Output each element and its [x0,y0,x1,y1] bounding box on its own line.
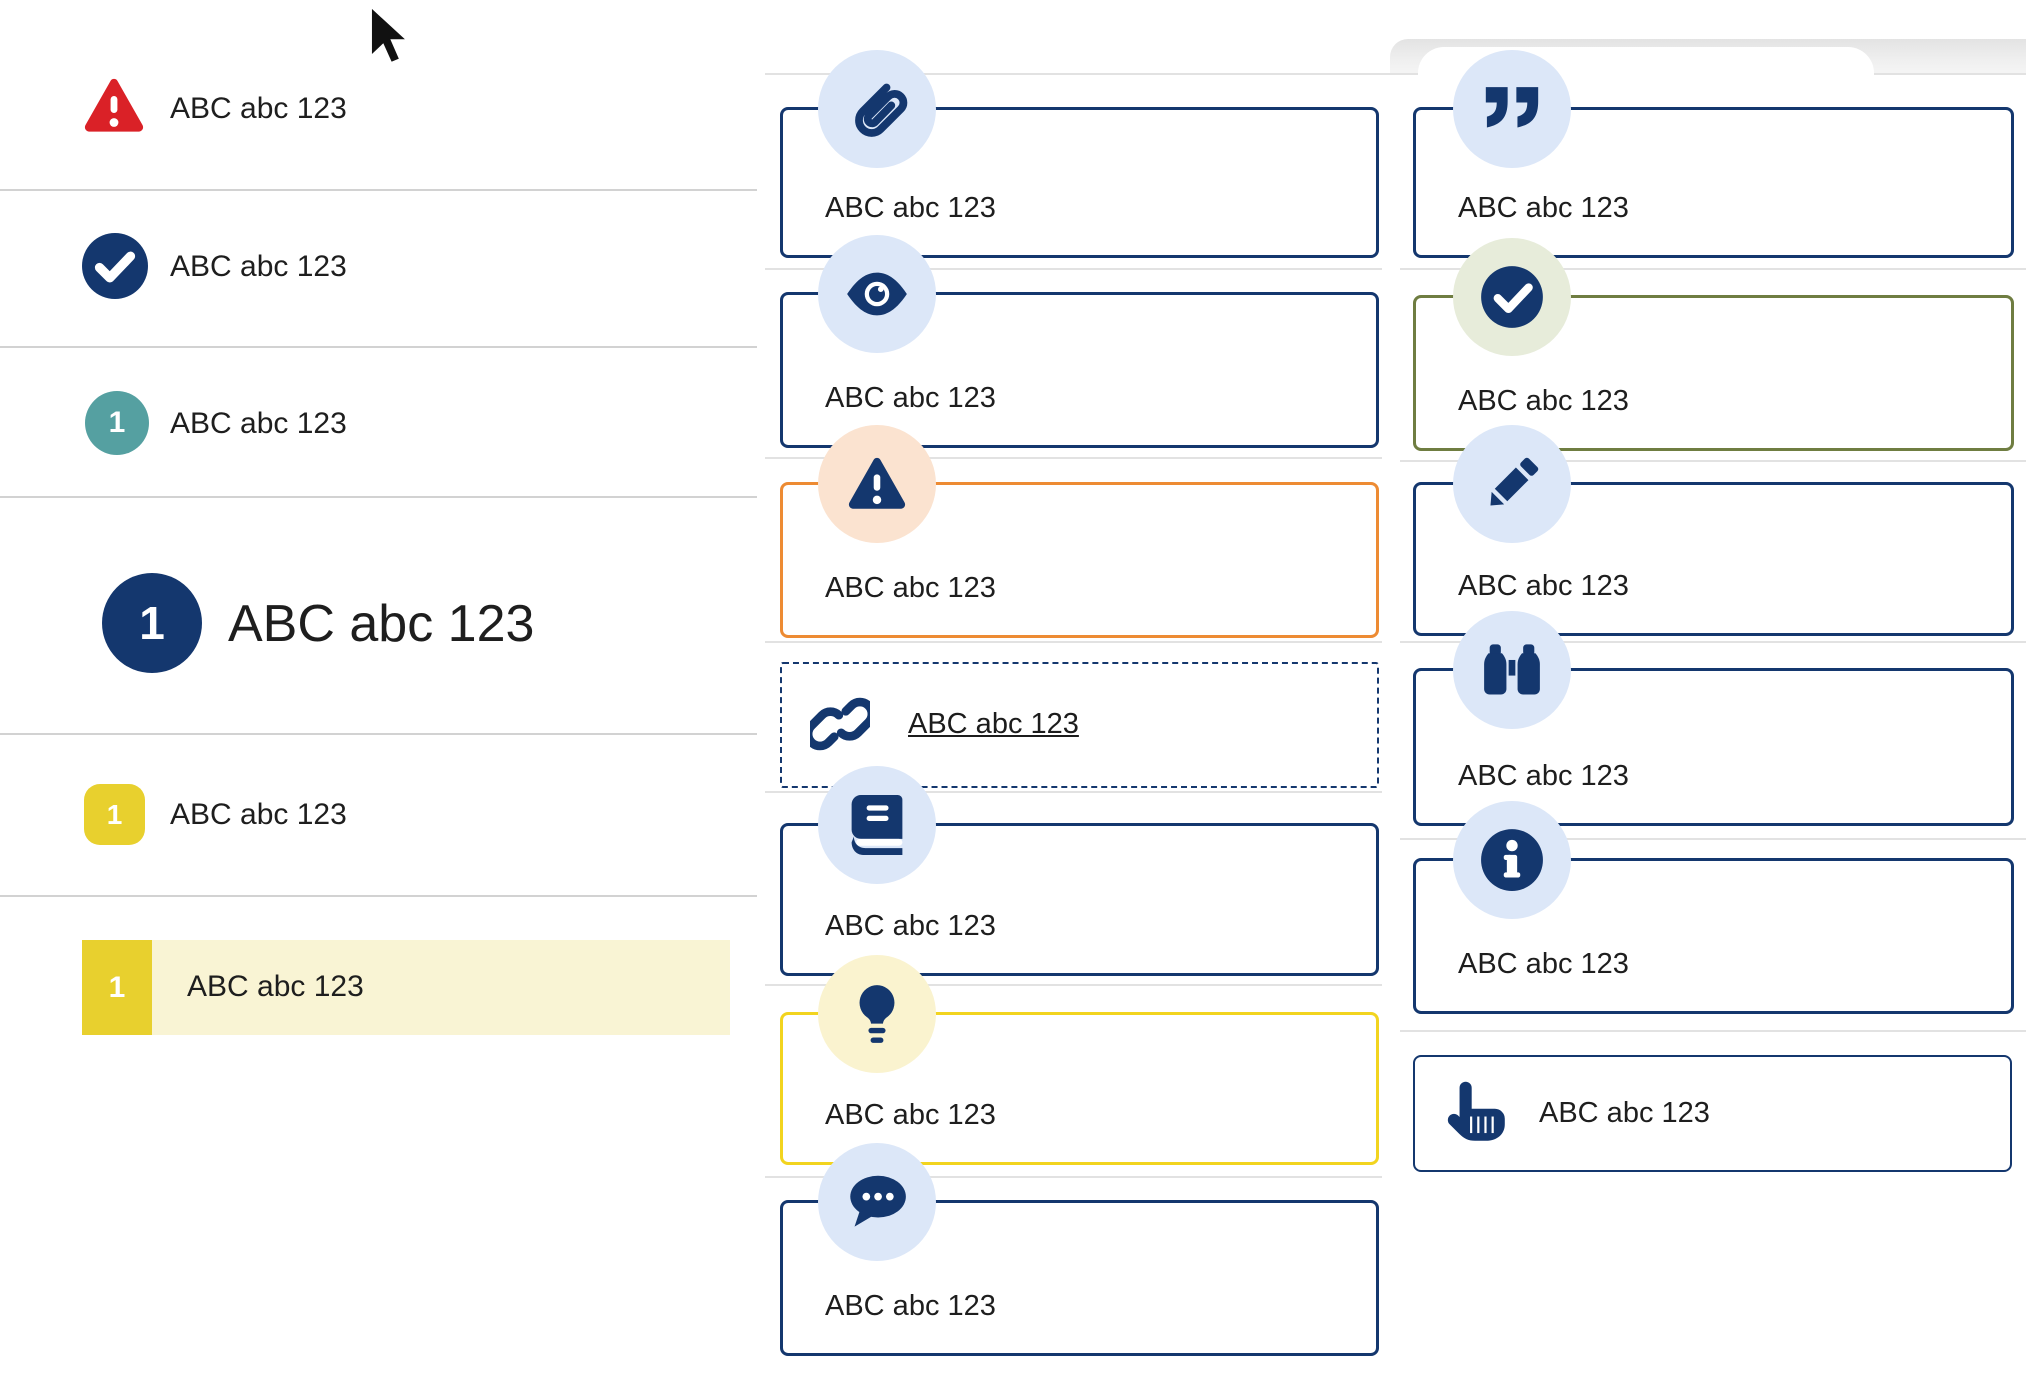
callout-link-text[interactable]: ABC abc 123 [908,708,1079,740]
list-item-label: ABC abc 123 [170,798,347,831]
list-item-label: ABC abc 123 [187,970,364,1003]
divider [1400,838,2026,840]
number-badge-yellow-rounded: 1 [84,784,145,845]
callout-text: ABC abc 123 [1539,1097,1710,1129]
callout-text: ABC abc 123 [1458,192,1629,224]
warning-badge [818,425,936,543]
number-badge-teal: 1 [85,391,149,455]
list-item-label: ABC abc 123 [170,407,347,440]
divider [765,1176,1382,1178]
book-icon [851,795,903,855]
chat-badge [818,1143,936,1261]
badge-number: 1 [108,970,126,1004]
divider [765,791,1382,793]
link-icon [810,697,870,751]
divider [1400,1030,2026,1032]
divider [1400,460,2026,462]
callout-text: ABC abc 123 [825,192,996,224]
callout-text: ABC abc 123 [825,572,996,604]
divider [765,457,1382,459]
edit-badge [1453,425,1571,543]
callout-text: ABC abc 123 [825,382,996,414]
divider [0,189,757,191]
divider [0,895,757,897]
hand-point-up-icon [1447,1081,1505,1141]
callout-text: ABC abc 123 [825,910,996,942]
highlighted-list-item[interactable] [82,940,730,1035]
divider [0,496,757,498]
book-badge [818,766,936,884]
section-heading: ABC abc 123 [228,595,535,653]
badge-number: 1 [106,798,123,830]
info-icon [1481,829,1543,891]
number-badge-navy-large: 1 [102,573,202,673]
check-circle-icon [82,233,148,299]
mouse-cursor-icon [368,4,410,64]
success-badge [1453,238,1571,356]
check-circle-icon [1481,266,1543,328]
divider [765,268,1382,270]
divider [0,733,757,735]
callout-watch: ABC abc 123 [780,292,1379,448]
divider [1400,641,2026,643]
quote-icon [1485,87,1539,128]
divider [0,346,757,348]
list-item-label: ABC abc 123 [170,250,347,283]
list-item-label: ABC abc 123 [170,92,347,125]
callout-text: ABC abc 123 [1458,760,1629,792]
badge-number: 1 [108,406,126,439]
divider [765,984,1382,986]
pencil-icon [1490,457,1539,506]
callout-text: ABC abc 123 [1458,570,1629,602]
callout-text: ABC abc 123 [825,1099,996,1131]
divider [765,73,2026,75]
paperclip-badge [818,50,936,168]
tip-badge [818,955,936,1073]
binoculars-icon [1484,644,1540,695]
number-badge-yellow-highlighted[interactable]: 1 [82,940,152,1035]
lightbulb-icon [859,985,895,1043]
info-badge [1453,801,1571,919]
callout-action: ABC abc 123 [1413,1055,2012,1172]
alert-triangle-icon [84,78,144,132]
chat-icon [850,1175,906,1227]
callout-text: ABC abc 123 [1458,948,1629,980]
quote-badge [1453,50,1571,168]
alert-triangle-icon [848,457,906,509]
callout-text: ABC abc 123 [825,1290,996,1322]
explore-badge [1453,611,1571,729]
eye-badge [818,235,936,353]
divider [765,641,1382,643]
callout-text: ABC abc 123 [1458,385,1629,417]
eye-icon [847,272,907,316]
badge-number: 1 [139,597,165,649]
paperclip-icon [855,83,908,137]
divider [1400,268,2026,270]
callout-link[interactable]: ABC abc 123 [780,662,1379,788]
